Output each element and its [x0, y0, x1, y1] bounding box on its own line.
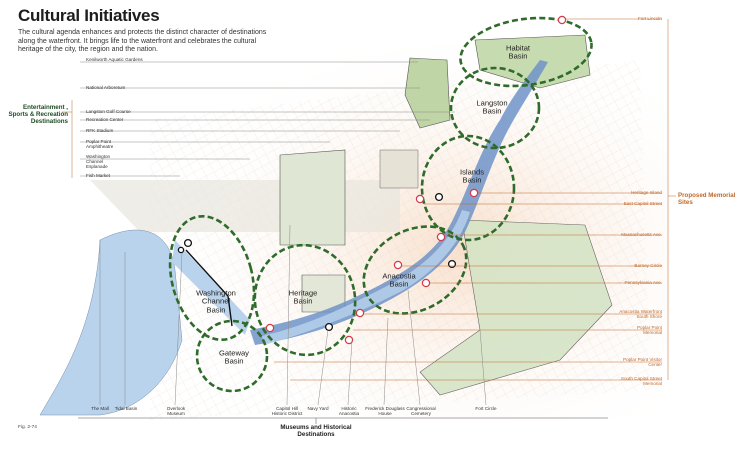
gateway-basin-outline: [195, 319, 269, 393]
basin-langston: Langston Basin: [476, 98, 508, 116]
heritage-basin-outline: [253, 243, 357, 357]
memorial-marker-east-capitol: [415, 194, 425, 204]
memorial-marker-fort-lincoln: [557, 15, 567, 25]
land-east-green: [419, 219, 613, 396]
label-the-mall: The Mall: [91, 406, 109, 411]
potomac-river: [39, 229, 183, 416]
basin-washington-channel: Washington Channel Basin: [196, 288, 236, 315]
label-poplar-amph: Poplar Point Amphitheatre: [86, 139, 114, 150]
label-heritage-island: Heritage Island: [631, 190, 662, 195]
label-massachusetts: Massachusetts Ave.: [621, 232, 662, 237]
label-tidal-basin: Tidal Basin: [114, 406, 138, 411]
memorial-marker-barney: [393, 260, 403, 270]
label-fish-market: Fish Market: [86, 173, 110, 178]
label-poplar-memorial: Poplar Point Memorial: [636, 325, 662, 336]
anacostia-light: [262, 210, 470, 345]
label-navy-yard: Navy Yard: [307, 406, 329, 411]
label-arboretum: National Arboretum: [86, 85, 126, 90]
label-channel-esplanade: Washington Channel Esplanade: [86, 154, 111, 170]
group-memorials: Proposed Memorial Sites: [678, 192, 736, 207]
museum-marker-1: [434, 192, 444, 202]
memorial-marker-massachusetts: [436, 232, 446, 242]
islands-basin-outline: [420, 134, 516, 242]
label-kenilworth: Kenilworth Aquatic Gardens: [86, 57, 143, 62]
langston-basin-outline: [449, 66, 541, 150]
label-pennsylvania: Pennsylvania Ave.: [624, 280, 662, 285]
group-entertainment: Entertainment , Sports & Recreation Dest…: [8, 104, 68, 126]
channel-walk-line: [185, 249, 233, 327]
memorial-marker-pennsylvania: [421, 278, 431, 288]
basin-gateway: Gateway Basin: [219, 348, 249, 366]
label-south-capitol: South Capitol Street Memorial: [620, 376, 662, 387]
figure-label: Fig. 2-74: [18, 425, 37, 430]
memorial-marker-visitor: [265, 323, 275, 333]
label-fort-lincoln: Fort Lincoln: [637, 16, 662, 21]
label-fort-circle: Fort Circle: [475, 406, 497, 411]
label-south-shore: Anacostia Waterfront South Shore: [619, 309, 662, 320]
memorial-marker-south-shore: [355, 308, 365, 318]
label-visitor-center: Poplar Point Visitor Center: [623, 357, 662, 368]
museum-marker-3: [324, 322, 334, 332]
label-recreation: Recreation Center: [86, 117, 124, 122]
land-arboretum: [404, 57, 451, 129]
land-habitat: [474, 34, 591, 89]
label-overlook: Overlook Museum: [166, 406, 186, 417]
label-barney: Barney Circle: [634, 263, 662, 268]
basin-islands: Islands Basin: [459, 167, 485, 185]
page-title: Cultural Initiatives: [18, 6, 160, 25]
label-capitol-hill: Capitol Hill Historic District: [271, 406, 303, 417]
land-boxes-heritage: [379, 149, 419, 189]
group-museums: Museums and Historical Destinations: [280, 424, 352, 439]
label-historic-anacostia: Historic Anacostia: [338, 406, 360, 417]
label-douglass: Frederick Douglass House: [365, 406, 405, 417]
label-langston-golf: Langston Golf Course: [86, 109, 131, 114]
washington-channel-basin-outline: [168, 214, 256, 342]
land-mall: [90, 180, 400, 232]
basin-heritage: Heritage Basin: [288, 288, 318, 306]
intro-text: The cultural agenda enhances and protect…: [18, 29, 267, 54]
memorial-marker-heritage-island: [469, 188, 479, 198]
land-northwest: [279, 149, 346, 246]
label-east-capitol: East Capitol Street: [623, 201, 662, 206]
label-cemetery: Congressional Cemetery: [406, 406, 436, 417]
museum-marker-2: [447, 259, 457, 269]
anacostia-basin-outline: [362, 225, 468, 315]
basin-habitat: Habitat Basin: [505, 43, 531, 61]
museum-marker-5: [177, 246, 185, 254]
basin-anacostia: Anacostia Basin: [382, 271, 416, 289]
label-rfk: RFK Stadium: [86, 128, 114, 133]
memorial-marker-poplar: [344, 335, 354, 345]
museum-marker-4: [183, 238, 193, 248]
